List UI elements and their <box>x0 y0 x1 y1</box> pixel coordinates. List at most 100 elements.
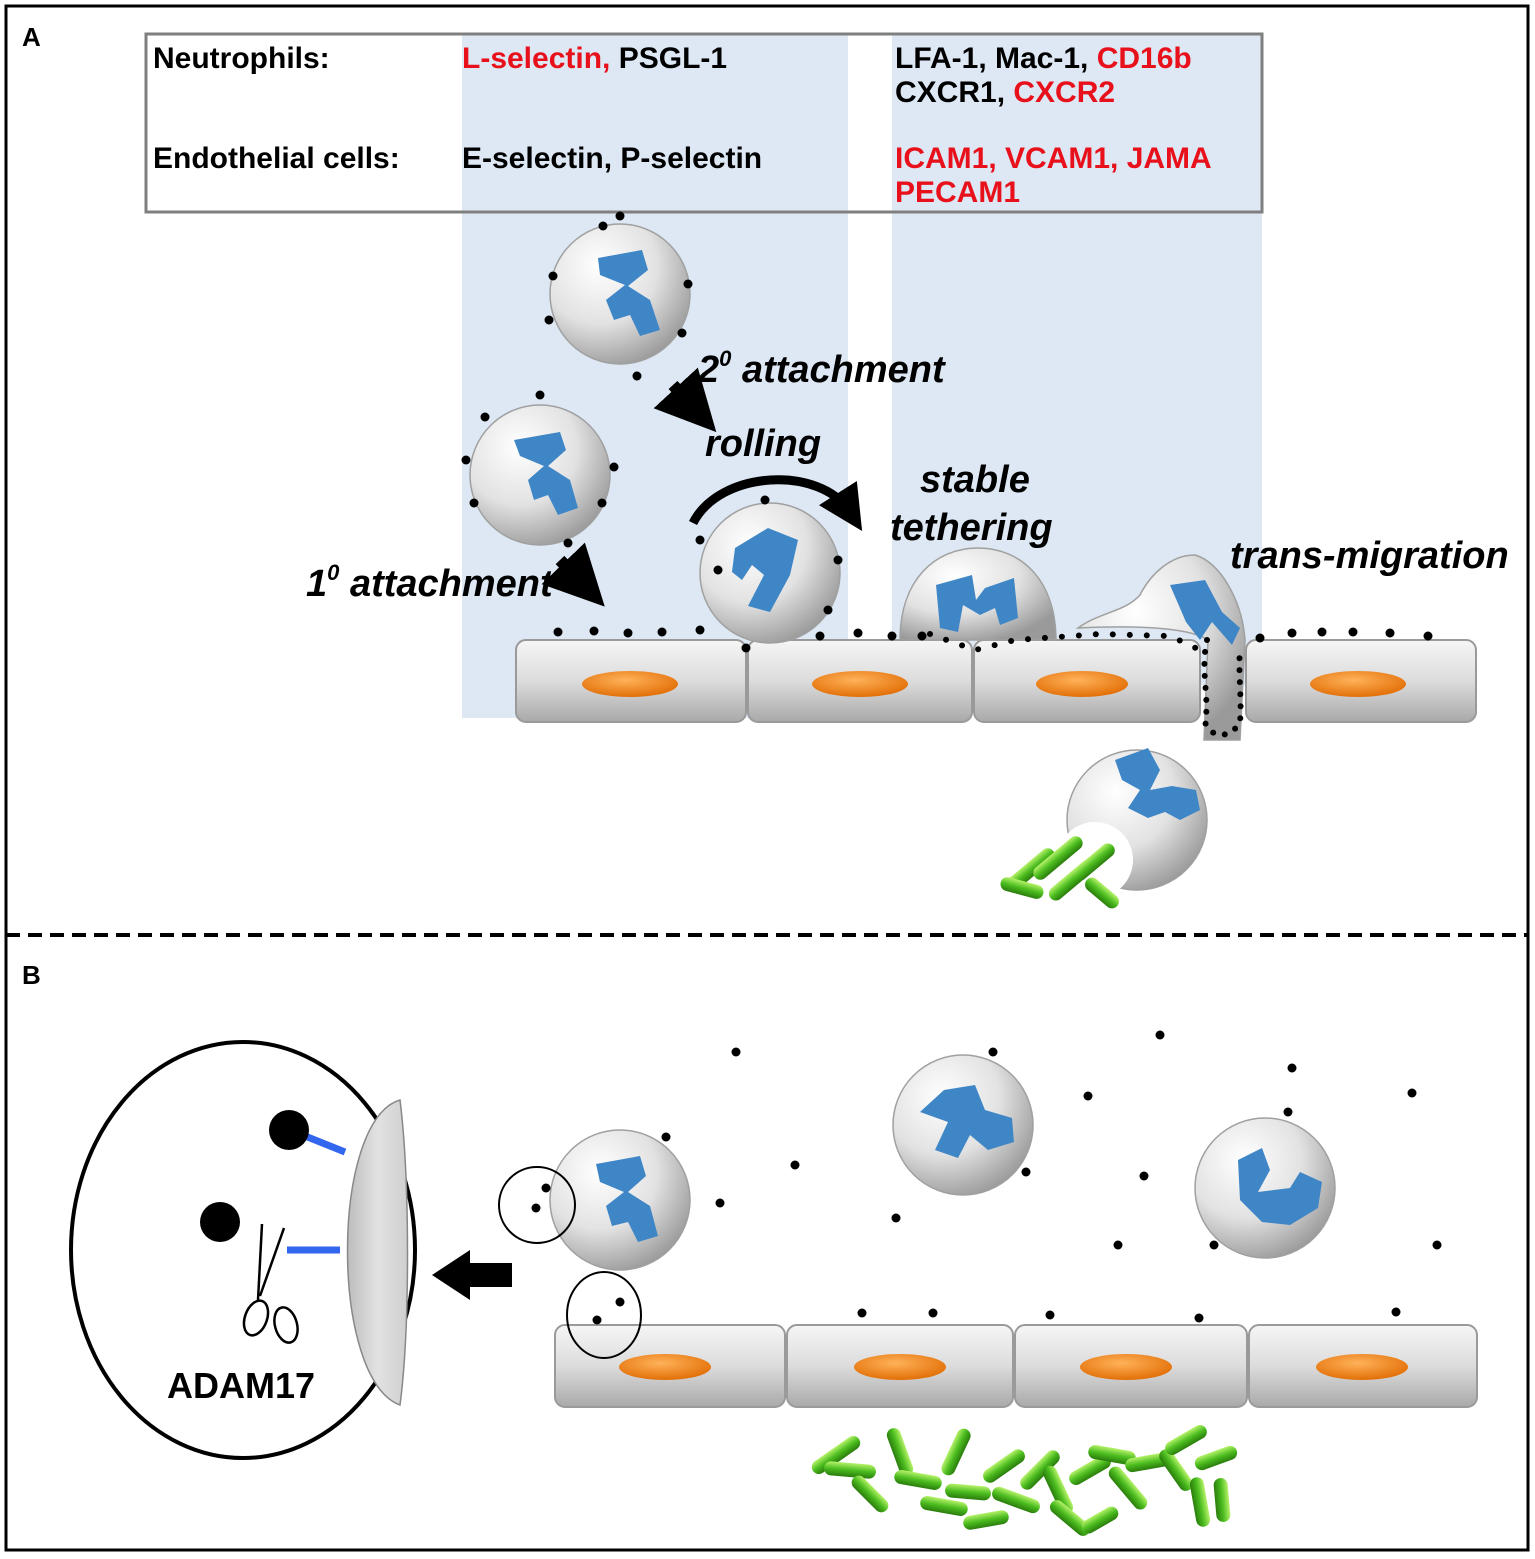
cxcr2-text: CXCR2 <box>1013 76 1115 109</box>
primary-attachment-arrow <box>541 542 605 607</box>
bacterium <box>1165 1425 1207 1455</box>
bacterium <box>851 1475 889 1513</box>
receptor-dot <box>1423 631 1433 641</box>
shed-molecule-dot <box>1083 1091 1093 1101</box>
endothelial-nucleus <box>1036 671 1128 697</box>
bacterium <box>1088 1445 1136 1465</box>
endothelial-label: Endothelial cells: <box>153 142 400 175</box>
neutrophil-primary-attachment <box>469 404 611 546</box>
bacterium <box>920 1496 968 1516</box>
receptor-dot <box>1287 628 1297 638</box>
endothelial-nucleus <box>812 671 908 697</box>
receptor-dot <box>548 271 558 281</box>
circulating-neutrophil <box>1194 1117 1336 1259</box>
secondary-attachment-arrow <box>653 367 717 433</box>
tethering-label: tethering <box>890 507 1053 549</box>
granule-blue <box>732 528 798 612</box>
adam17-label: ADAM17 <box>167 1365 315 1406</box>
transmigrating-neutrophil <box>1075 554 1246 741</box>
bacterium <box>886 1428 914 1476</box>
shed-molecule-dots-b <box>531 1030 1442 1325</box>
receptor-dot <box>677 328 687 338</box>
receptor-dot <box>853 628 863 638</box>
granule-blue <box>514 432 578 515</box>
endothelial-late-molecules-line2: PECAM1 <box>895 176 1020 209</box>
receptor-dot <box>623 628 633 638</box>
psgl1-text: PSGL-1 <box>610 42 727 75</box>
shed-molecule-dot <box>661 1132 671 1142</box>
receptor-dot <box>632 371 642 381</box>
endothelial-early-molecules: E-selectin, P-selectin <box>462 142 762 175</box>
receptor-dot <box>598 221 608 231</box>
endothelial-nucleus <box>1316 1354 1408 1380</box>
panel-b-label: B <box>22 960 41 990</box>
shed-selectin-highlight <box>566 1271 642 1359</box>
bacterium <box>811 1435 861 1475</box>
receptor-dot <box>741 643 751 653</box>
shed-molecule-dot <box>1021 1167 1031 1177</box>
scissors-icon <box>242 1223 299 1344</box>
shed-selectin-highlight <box>498 1166 576 1244</box>
shed-molecule-dot <box>790 1160 800 1170</box>
receptor-dot <box>657 627 667 637</box>
shed-molecule-dot <box>857 1308 867 1318</box>
neutrophil-late-molecules-line1: LFA-1, Mac-1, CD16b <box>895 42 1192 75</box>
bacterium <box>894 1470 942 1490</box>
bacterium <box>945 1483 991 1501</box>
bacterium <box>941 1428 971 1476</box>
shed-molecule-dot <box>891 1213 901 1223</box>
shed-molecule-dot <box>1194 1313 1204 1323</box>
bacterium <box>1189 1477 1211 1527</box>
receptor-dot <box>589 626 599 636</box>
bacteria-cluster-a <box>1000 836 1119 909</box>
neutrophil-shedding <box>549 1129 691 1271</box>
shed-molecule-dot <box>731 1047 741 1057</box>
endothelial-nucleus <box>582 671 678 697</box>
receptor-dot <box>833 555 843 565</box>
receptor-dot <box>695 535 705 545</box>
tethered-neutrophil <box>899 547 1057 641</box>
adhesion-molecule-dots-a <box>461 211 1433 653</box>
endothelial-late-molecules-line1: ICAM1, VCAM1, JAMA <box>895 142 1212 175</box>
shed-molecule-dot <box>988 1047 998 1057</box>
receptor-dot <box>563 538 573 548</box>
shed-molecule-dot <box>715 1198 725 1208</box>
shed-molecule-dot <box>1432 1240 1442 1250</box>
receptor-dot <box>609 462 619 472</box>
shed-molecule-dot <box>1139 1171 1149 1181</box>
table-border <box>144 32 1264 214</box>
primary-attachment-label: 10 attachment <box>306 560 554 605</box>
endothelium-layer-a <box>515 639 1477 723</box>
rolling-arrow <box>688 475 863 531</box>
receptor-dot <box>917 631 927 641</box>
endothelial-nucleus <box>619 1354 711 1380</box>
granule-blue <box>596 1156 658 1242</box>
circulating-neutrophil <box>892 1054 1034 1196</box>
stable-label: stable <box>920 459 1030 501</box>
bacterium <box>1049 1500 1091 1536</box>
receptor-dot <box>760 495 770 505</box>
shed-molecule-dot <box>928 1308 938 1318</box>
bacterium <box>992 1486 1040 1514</box>
bacterium <box>1085 877 1119 909</box>
shed-molecule-dot <box>531 1203 541 1213</box>
neutrophil-secondary-attachment <box>549 223 691 365</box>
receptor-dot <box>1348 627 1358 637</box>
zoom-arrow <box>432 1250 512 1300</box>
bacterium <box>1042 1465 1074 1515</box>
figure-border <box>4 4 1530 1552</box>
bacterium <box>963 1510 1009 1530</box>
l-selectin-text: L-selectin, <box>462 42 610 75</box>
granule-blue <box>598 250 660 336</box>
receptor-dot <box>713 565 723 575</box>
shed-molecule-dot <box>1391 1307 1401 1317</box>
receptor-dot <box>480 412 490 422</box>
bacterium <box>1020 1450 1060 1490</box>
bacterium <box>1108 1466 1148 1510</box>
neutrophil-late-molecules-line2: CXCR1, CXCR2 <box>895 76 1115 109</box>
receptor-dot <box>815 631 825 641</box>
shed-molecule-dot <box>1113 1240 1123 1250</box>
adam17-shedding-inset: ADAM17 <box>69 1040 417 1460</box>
granule-blue <box>920 1085 1014 1158</box>
bacterium <box>1159 1449 1193 1491</box>
